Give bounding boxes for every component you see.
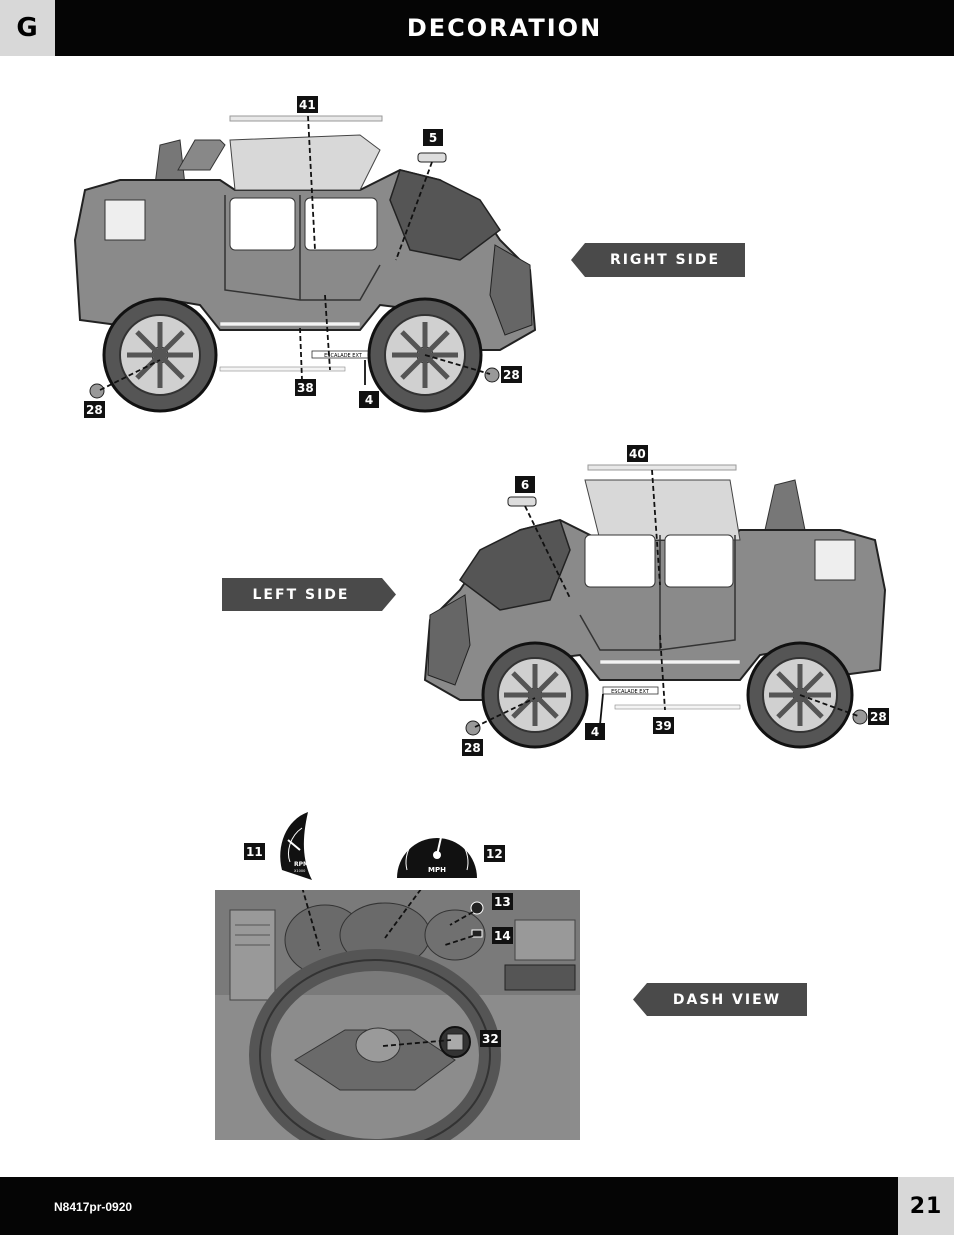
mph-gauge-text: MPH [428, 866, 446, 874]
rpm-gauge-text: RPM [294, 861, 309, 868]
part-label-5: 5 [423, 129, 443, 146]
part-label-11: 11 [244, 843, 265, 860]
mph-gauge-decal: MPH [397, 823, 477, 878]
part-label-28-left-rear: 28 [868, 708, 889, 725]
escalade-badge-right: ESCALADE EXT [324, 353, 363, 359]
part-label-39: 39 [653, 717, 674, 734]
left-side-tag: LEFT SIDE [222, 578, 380, 611]
document-code: N8417pr-0920 [54, 1200, 133, 1214]
part-label-6: 6 [515, 476, 535, 493]
header-bar [0, 0, 954, 56]
dash-view-tag: DASH VIEW [648, 983, 806, 1016]
rpm-gauge-decal: RPM X1000 [280, 812, 312, 880]
part-label-40: 40 [627, 445, 648, 462]
right-side-vehicle-illustration: ESCALADE EXT [73, 115, 537, 413]
part-label-4-left: 4 [585, 723, 605, 740]
part-label-38: 38 [295, 379, 316, 396]
left-side-vehicle-illustration: ESCALADE EXT [423, 464, 887, 749]
part-label-13: 13 [492, 893, 513, 910]
part-label-28-right-rear: 28 [84, 401, 105, 418]
part-label-14: 14 [492, 927, 513, 944]
part-label-4-right: 4 [359, 391, 379, 408]
rpm-gauge-subtext: X1000 [294, 869, 305, 873]
part-label-41: 41 [297, 96, 318, 113]
part-label-12: 12 [484, 845, 505, 862]
part-label-28-left-front: 28 [462, 739, 483, 756]
page-title: DECORATION [406, 14, 603, 42]
page-number: 21 [898, 1177, 954, 1235]
escalade-badge-left: ESCALADE EXT [611, 689, 650, 695]
section-letter: G [0, 0, 55, 56]
footer-bar [0, 1177, 954, 1235]
part-label-32: 32 [480, 1030, 501, 1047]
part-label-28-right-front: 28 [501, 366, 522, 383]
right-side-tag: RIGHT SIDE [586, 243, 744, 276]
dashboard-illustration [215, 890, 580, 1140]
